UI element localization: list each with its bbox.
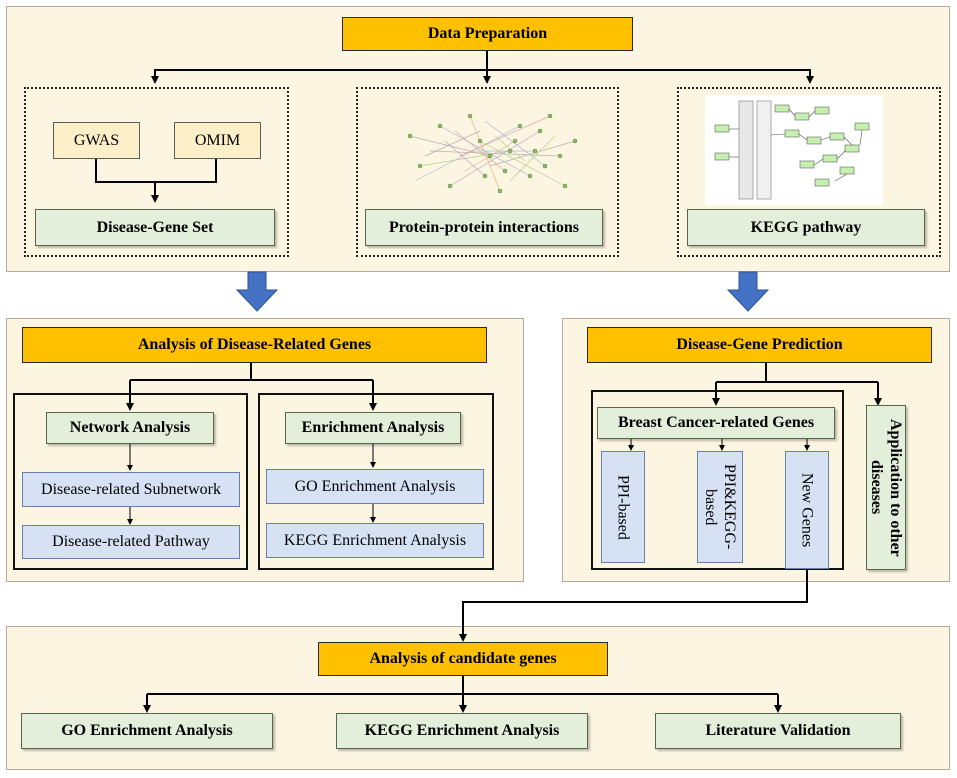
ppi-source-box	[356, 87, 619, 257]
data-preparation-header: Data Preparation	[342, 17, 633, 51]
enrichment-analysis-group	[258, 393, 494, 570]
ppi-kegg-based-label: PPI&KEGG-based	[702, 464, 738, 550]
disease-gene-source-box	[24, 87, 289, 257]
ppi-network-image	[407, 113, 578, 194]
breast-cancer-box: Breast Cancer-related Genes	[597, 407, 835, 439]
disease-pathway-box: Disease-related Pathway	[22, 525, 240, 559]
prediction-header: Disease-Gene Prediction	[587, 327, 932, 363]
kegg-enrichment-box: KEGG Enrichment Analysis	[266, 523, 484, 558]
candidate-kegg-box: KEGG Enrichment Analysis	[336, 713, 588, 749]
literature-validation-box: Literature Validation	[655, 713, 901, 749]
candidate-header: Analysis of candidate genes	[318, 642, 608, 676]
disease-gene-set-box: Disease-Gene Set	[35, 209, 275, 246]
down-arrow-right	[726, 271, 770, 312]
omim-box: OMIM	[174, 122, 261, 159]
go-enrichment-box: GO Enrichment Analysis	[266, 469, 484, 504]
application-label: Application to other diseases	[868, 418, 904, 557]
kegg-pathway-box: KEGG pathway	[687, 209, 925, 246]
gwas-box: GWAS	[53, 122, 140, 159]
candidate-go-box: GO Enrichment Analysis	[21, 713, 273, 749]
enrichment-analysis-box: Enrichment Analysis	[285, 412, 461, 444]
analysis-related-header: Analysis of Disease-Related Genes	[22, 327, 487, 363]
breast-cancer-group	[591, 390, 844, 570]
disease-subnetwork-box: Disease-related Subnetwork	[22, 472, 240, 507]
new-genes-label: New Genes	[798, 472, 816, 548]
ppi-based-label: PPI-based	[614, 474, 632, 540]
ppi-kegg-based-box: PPI&KEGG-based	[697, 451, 743, 563]
kegg-pathway-image	[705, 95, 883, 205]
kegg-source-box	[677, 87, 941, 257]
down-arrow-left	[235, 271, 279, 312]
network-analysis-group	[13, 393, 248, 570]
ppi-box: Protein-protein interactions	[365, 209, 603, 246]
network-analysis-box: Network Analysis	[46, 412, 214, 444]
new-genes-box: New Genes	[785, 451, 829, 569]
application-box: Application to other diseases	[866, 405, 906, 570]
ppi-based-box: PPI-based	[601, 451, 645, 563]
